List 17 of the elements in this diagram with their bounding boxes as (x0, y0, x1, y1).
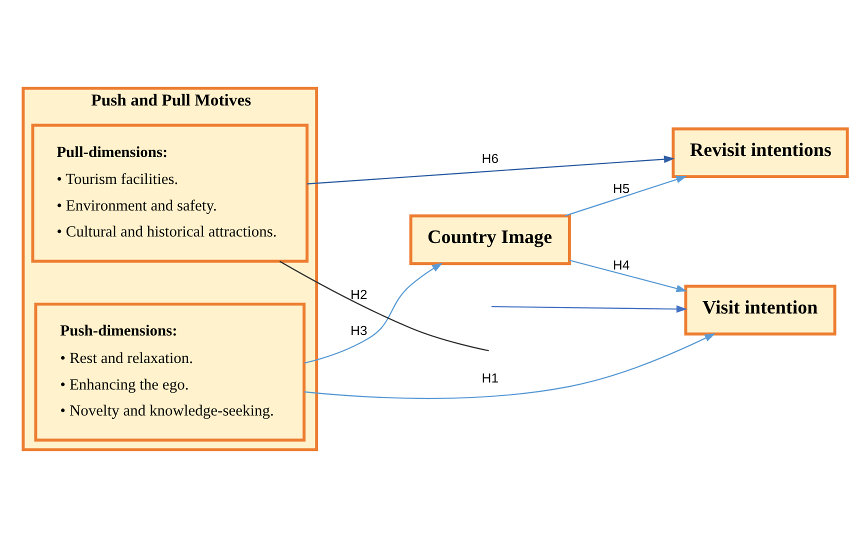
edge-label: H3 (350, 322, 368, 338)
arrow (492, 305, 688, 313)
edge-label: H6 (482, 151, 499, 166)
edge-label: H1 (482, 370, 499, 386)
node-box: Push-dimensions: • Rest and relaxation. • Enhancing the ego. • Novelty and knowledge-seeking. (34, 302, 306, 442)
edge-label: H5 (612, 181, 630, 196)
node-box: Pull-dimensions: • Tourism facilities. • Environment and safety. • Cultural and historical attractions. (31, 124, 309, 263)
arrow (564, 176, 687, 216)
arrow (307, 156, 675, 184)
arrow (304, 333, 716, 400)
arrow (569, 260, 688, 292)
node-box: Visit intention (684, 284, 836, 336)
edge-label: H4 (612, 257, 630, 272)
edge-label: H2 (350, 287, 368, 302)
node-box: Revisit intentions (672, 127, 849, 178)
node-box: Country Image (409, 214, 571, 266)
connector (279, 260, 489, 352)
